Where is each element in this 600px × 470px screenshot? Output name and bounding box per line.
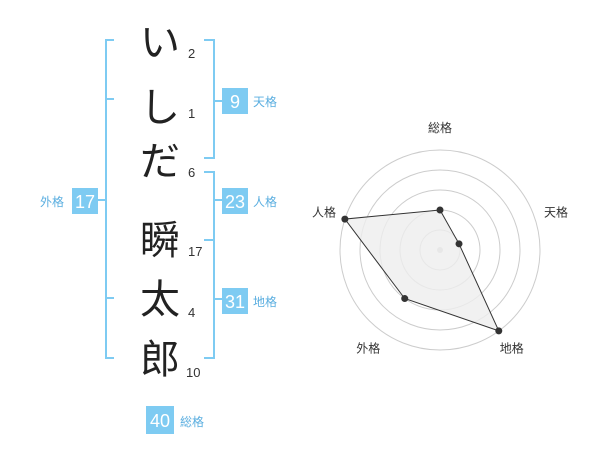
- radar-axis-label-3: 地格: [500, 341, 524, 356]
- fortune-chikaku: 31 地格: [222, 288, 277, 314]
- name-char-1: い: [140, 20, 180, 66]
- name-char-4: 瞬: [140, 218, 180, 264]
- chikaku-bracket: [204, 239, 215, 359]
- stroke-count-4: 17: [188, 244, 202, 259]
- chikaku-label: 地格: [253, 294, 277, 309]
- fortune-gaikaku: 外格 17: [40, 188, 98, 214]
- radar-axis-label-1: 総格: [428, 120, 452, 135]
- radar-point-4: [401, 295, 409, 303]
- radar-point-1: [436, 206, 444, 214]
- name-column: い 2 し 1 だ 6 瞬 17 太 4 郎 10: [140, 20, 202, 383]
- name-char-3: だ: [140, 139, 180, 185]
- tenkaku-label: 天格: [253, 94, 277, 109]
- radar-axis-label-2: 天格: [544, 204, 568, 219]
- stroke-count-5: 4: [188, 305, 195, 320]
- radar-grid-ring: [359, 169, 521, 331]
- stroke-count-6: 10: [186, 365, 200, 380]
- stroke-count-1: 2: [188, 46, 195, 61]
- brackets: [96, 39, 222, 359]
- chikaku-box: [222, 288, 248, 314]
- gaikaku-label: 外格: [40, 194, 64, 209]
- jinkaku-value: 23: [225, 192, 245, 212]
- soukaku-value: 40: [150, 411, 170, 431]
- radar-point-3: [495, 327, 503, 335]
- radar-grid-ring: [339, 149, 541, 351]
- fortune-soukaku: 40 総格: [146, 406, 204, 434]
- chikaku-value: 31: [225, 292, 245, 312]
- radar-axis-label-5: 人格: [312, 204, 336, 219]
- name-char-2: し: [140, 85, 180, 131]
- soukaku-label: 総格: [180, 414, 204, 429]
- jinkaku-label: 人格: [253, 194, 277, 209]
- jinkaku-bracket: [204, 171, 215, 241]
- tenkaku-value: 9: [230, 92, 240, 112]
- radar-axis-label-4: 外格: [356, 341, 380, 356]
- name-char-5: 太: [140, 277, 180, 323]
- radar-polygon: [343, 209, 500, 332]
- soukaku-box: [146, 406, 174, 434]
- radar-point-2: [455, 240, 463, 248]
- stroke-count-2: 1: [188, 106, 195, 121]
- name-char-6: 郎: [140, 337, 180, 383]
- jinkaku-box: [222, 188, 248, 214]
- radar-polygon-layer: [343, 209, 500, 332]
- gaikaku-box: [72, 188, 98, 214]
- radar-point-5: [341, 215, 349, 223]
- radar-points: [341, 206, 503, 335]
- stroke-count-3: 6: [188, 165, 195, 180]
- tenkaku-bracket: [204, 39, 215, 159]
- fortune-tenkaku: 9 天格: [222, 88, 277, 114]
- gaikaku-bracket: [105, 39, 114, 359]
- fortune-jinkaku: 23 人格: [222, 188, 277, 214]
- tenkaku-box: [222, 88, 248, 114]
- gaikaku-value: 17: [75, 192, 95, 212]
